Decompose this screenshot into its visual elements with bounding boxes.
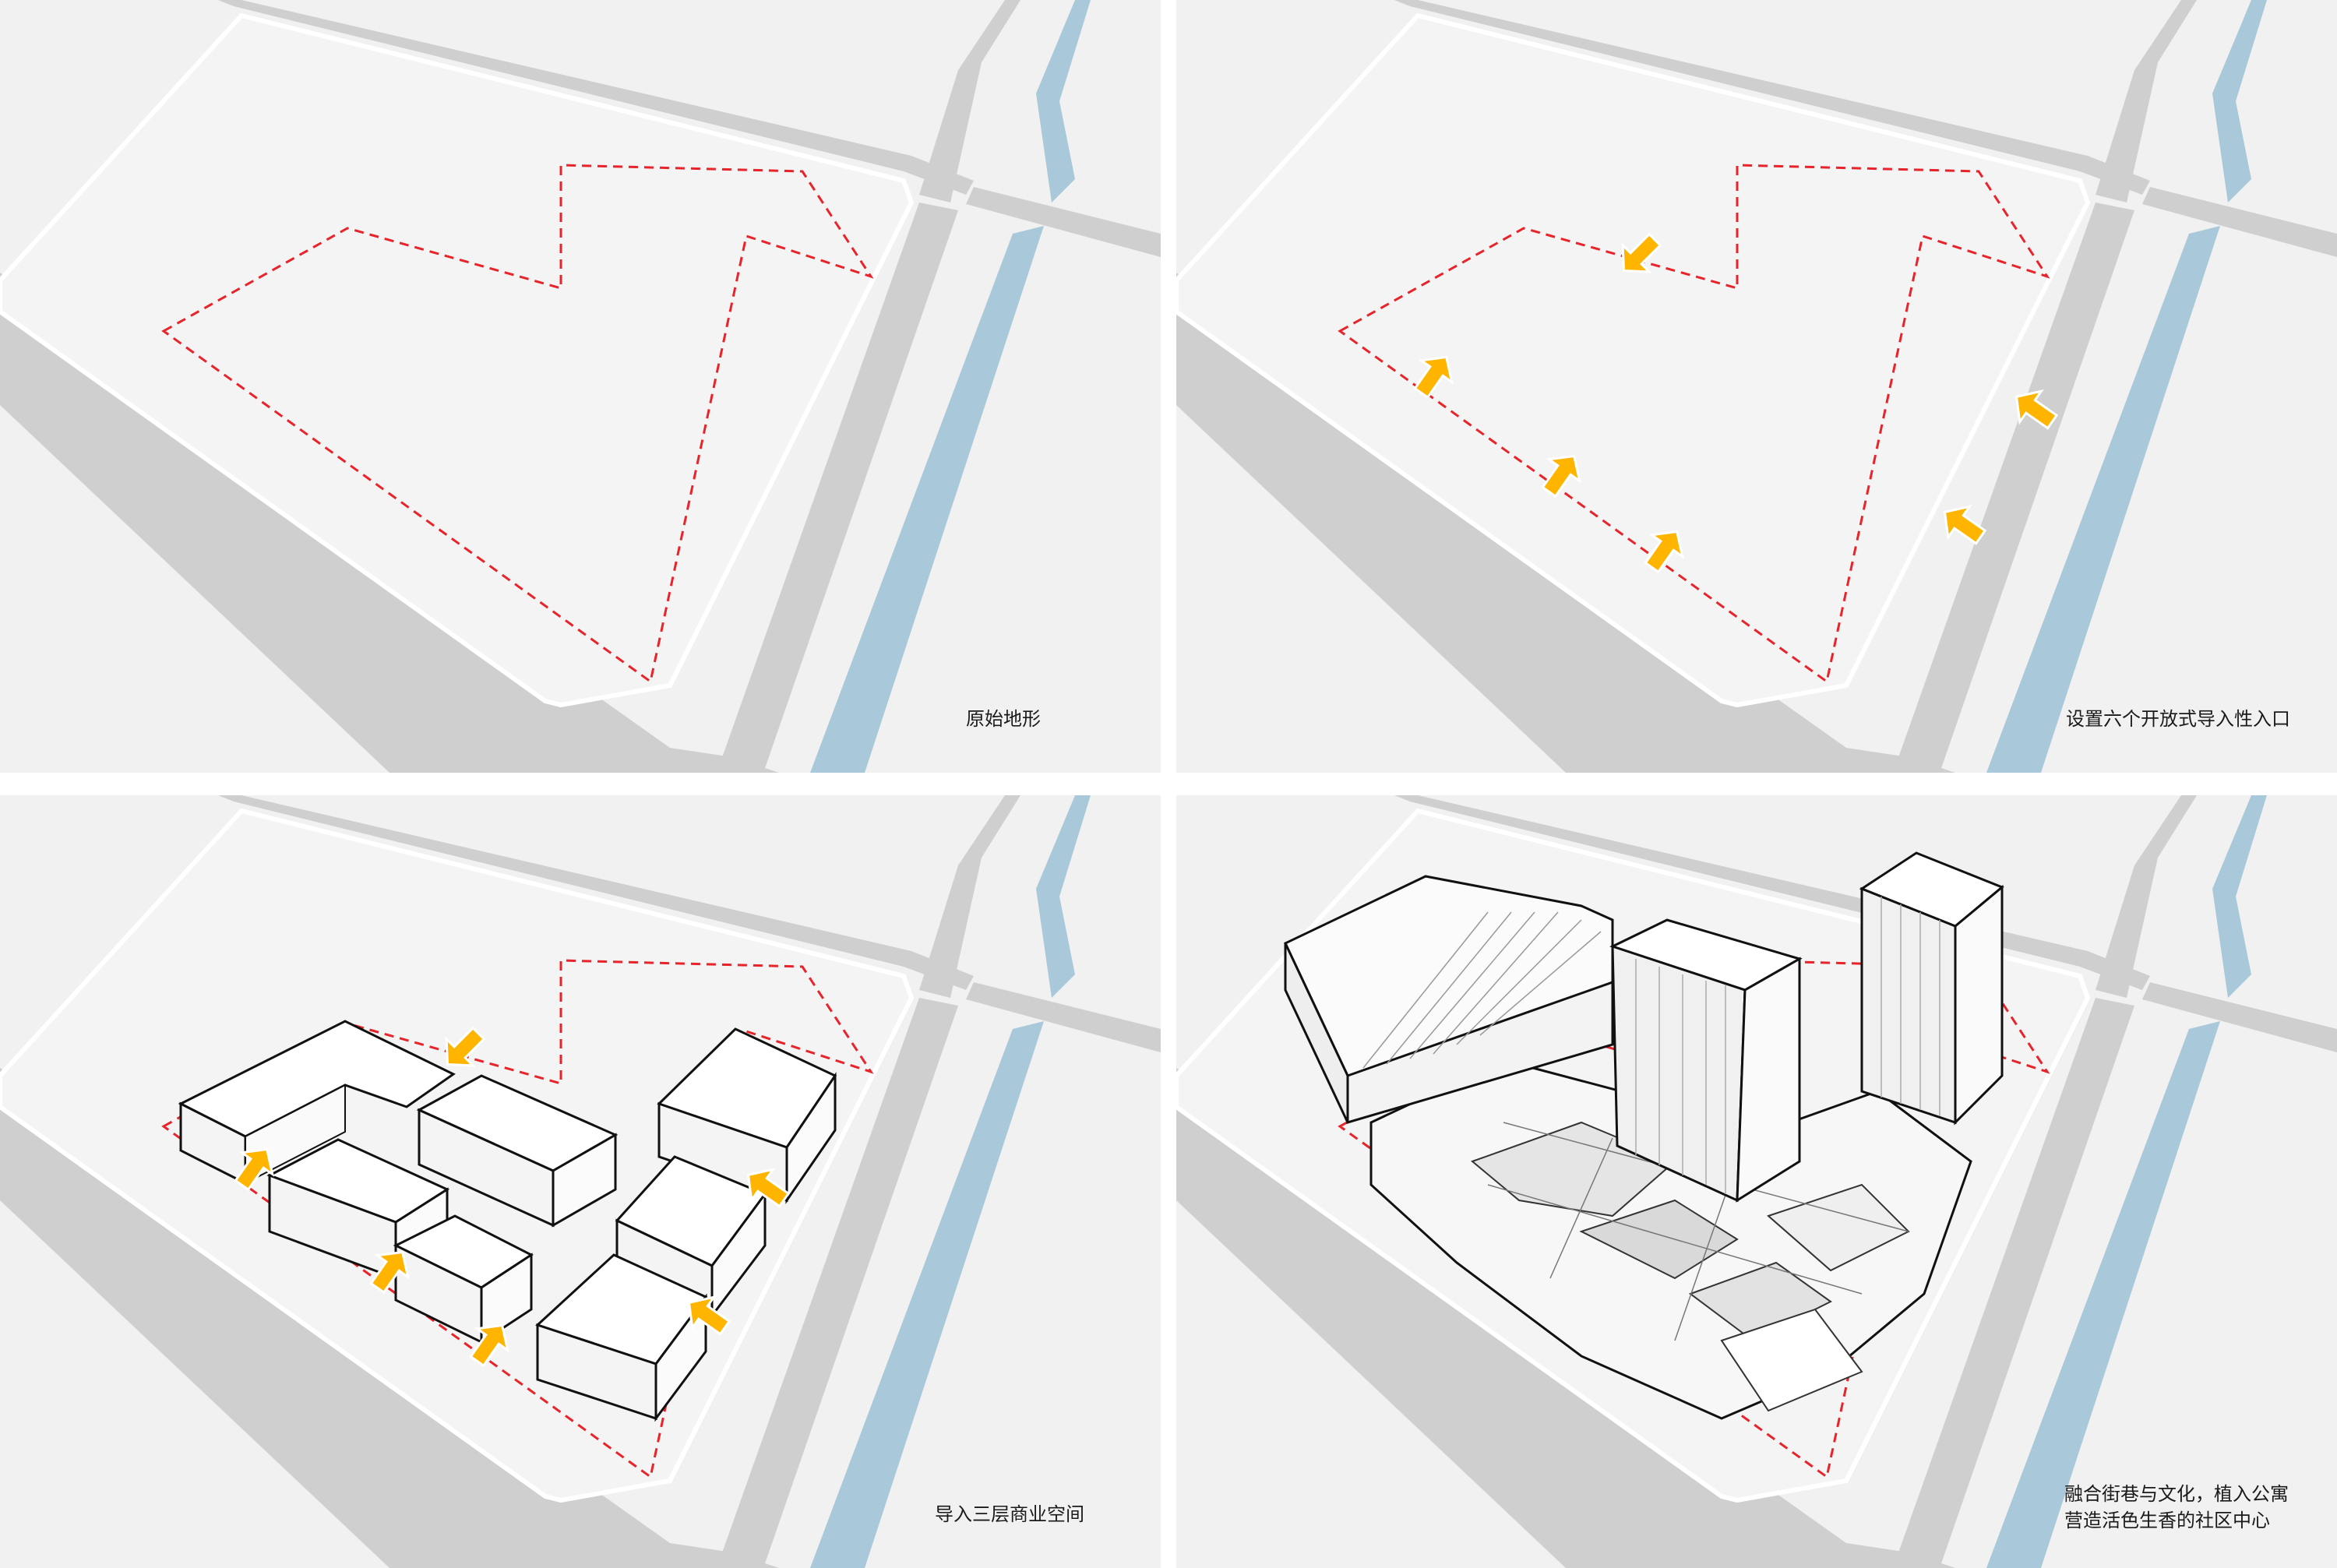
entrance-arrow-icon (1943, 505, 1987, 545)
river-south (1986, 226, 2220, 773)
river-north (1036, 795, 1091, 998)
road-southwest (1176, 265, 1955, 773)
base-layer (0, 0, 1161, 773)
panel-original-terrain: 原始地形 (0, 0, 1161, 773)
panel-caption-line-2: 营造活色生香的社区中心 (2064, 1510, 2270, 1531)
apartment-tower (1609, 918, 1803, 1203)
site-boundary (1338, 164, 2050, 684)
road-north (1394, 0, 2150, 195)
road-east (717, 998, 958, 1568)
site-boundary (161, 164, 874, 684)
road-east-branch (966, 982, 1161, 1052)
entrance-arrow-icon (369, 1250, 410, 1295)
road-east-branch (966, 187, 1161, 257)
site-plan-commercial (0, 795, 1161, 1568)
site-plan-entrances (1176, 0, 2337, 773)
site-plot (0, 12, 915, 708)
entrance-arrow-icon (2014, 389, 2059, 430)
commercial-block (416, 1074, 619, 1228)
entrance-arrow-icon (1413, 355, 1454, 400)
site-plot (1176, 12, 2091, 708)
entrance-arrow-icon (746, 1168, 791, 1208)
entrance-arrow-icon (687, 1295, 731, 1336)
panel-entrances: 设置六个开放式导入性入口 (1176, 0, 2337, 773)
entrance-arrow-icon (1644, 530, 1684, 574)
panel-caption-line-1: 融合街巷与文化，植入公寓 (2064, 1483, 2289, 1505)
road-north (218, 0, 974, 195)
river-north (2212, 0, 2267, 203)
apartment-tower (1284, 875, 1614, 1125)
road-east (717, 203, 958, 773)
river-north (1036, 0, 1091, 203)
panel-caption: 原始地形 (966, 708, 1041, 730)
road-southwest (1176, 1060, 1955, 1568)
river-south (810, 1021, 1044, 1568)
road-north (218, 795, 974, 990)
road-northeast (919, 795, 1020, 998)
river-south (1986, 1021, 2220, 1568)
apartment-tower (1859, 851, 2004, 1126)
road-east (1893, 998, 2134, 1568)
site-plan-terrain (0, 0, 1161, 773)
road-northeast (2096, 795, 2197, 998)
entrance-arrow-icon (1541, 454, 1581, 499)
site-plan-final (1176, 795, 2337, 1568)
commercial-block (393, 1214, 534, 1344)
panel-caption: 设置六个开放式导入性入口 (2066, 708, 2290, 730)
road-east-branch (2142, 187, 2337, 257)
road-southwest (0, 265, 779, 773)
panel-commercial-blocks: 导入三层商业空间 (0, 795, 1161, 1568)
panel-caption: 导入三层商业空间 (935, 1503, 1084, 1525)
river-north (2212, 795, 2267, 998)
road-southwest (0, 1060, 779, 1568)
road-northeast (2096, 0, 2197, 203)
entrance-arrow-icon (445, 1026, 486, 1067)
base-layer (1176, 0, 2337, 773)
entrance-arrow-icon (1621, 232, 1662, 273)
road-east-branch (2142, 982, 2337, 1052)
entrance-arrow-icon (469, 1323, 509, 1368)
road-north (1394, 795, 2150, 990)
entrance-arrow-icon (234, 1147, 274, 1192)
commercial-block (178, 1020, 456, 1186)
river-south (810, 226, 1044, 773)
panel-final-massing: 融合街巷与文化，植入公寓 营造活色生香的社区中心 (1176, 795, 2337, 1568)
road-northeast (919, 0, 1020, 203)
road-east (1893, 203, 2134, 773)
